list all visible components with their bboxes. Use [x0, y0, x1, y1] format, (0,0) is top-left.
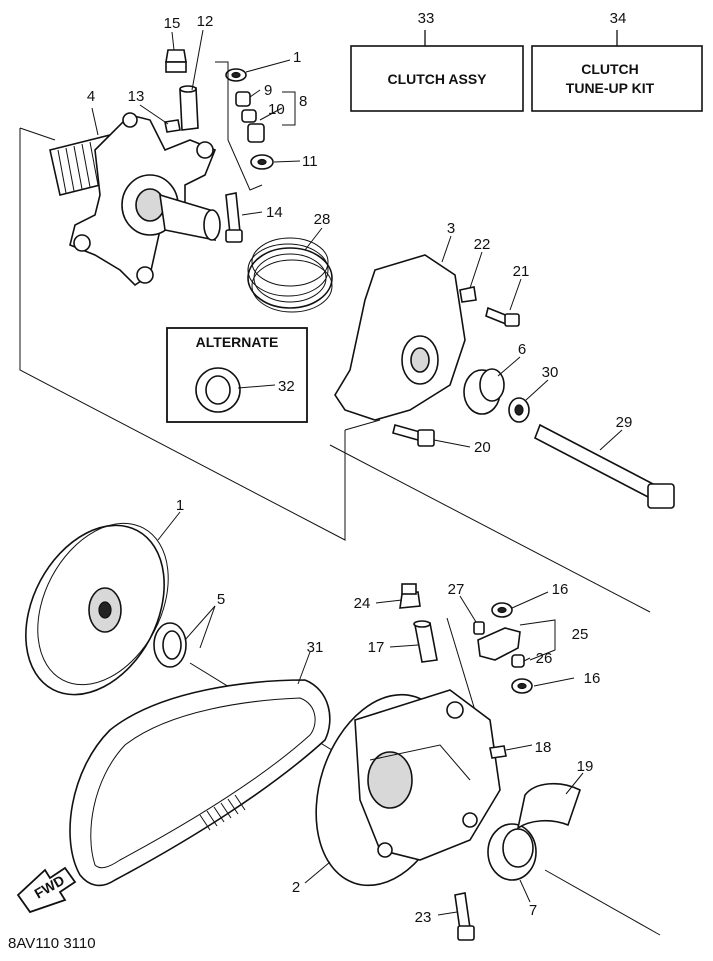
callout-20: 20: [474, 439, 491, 456]
fwd-arrow-icon: FWD: [16, 866, 77, 914]
cover-3-part: [334, 254, 466, 421]
callout-16b: 16: [584, 670, 601, 687]
bushing-7-part: [487, 823, 537, 881]
bolt-29-part: [533, 423, 657, 500]
callout-6: 6: [518, 341, 526, 358]
callout-7: 7: [529, 902, 537, 919]
alternate-label: ALTERNATE: [196, 334, 279, 350]
clutch-assy-box: 33 CLUTCH ASSY: [350, 10, 524, 112]
callout-1-top: 1: [293, 49, 301, 66]
callout-18: 18: [535, 739, 552, 756]
pin-17-part: [414, 622, 438, 663]
callout-9: 9: [264, 82, 272, 99]
roller-26-part: [511, 654, 525, 668]
callout-29: 29: [616, 414, 633, 431]
secondary-hardware: [399, 583, 556, 941]
callout-27: 27: [448, 581, 465, 598]
tune-up-kit-label-line1: CLUTCH: [581, 61, 639, 77]
callout-15: 15: [164, 15, 181, 32]
callout-26: 26: [536, 650, 553, 667]
callout-4: 4: [87, 88, 95, 105]
bushing-5-part: [153, 622, 187, 668]
belt-31-part: [69, 679, 331, 887]
bolt-14-part: [225, 192, 241, 235]
leader-lines: [91, 29, 623, 916]
callout-31: 31: [307, 639, 324, 656]
tune-up-kit-box: 34 CLUTCH TUNE-UP KIT: [531, 10, 703, 112]
callout-22: 22: [474, 236, 491, 253]
callout-19: 19: [577, 758, 594, 775]
callout-2: 2: [292, 879, 300, 896]
secondary-sheave-1-part: [25, 522, 169, 696]
callout-1-sheave: 1: [176, 497, 184, 514]
bolt-23-part: [454, 892, 471, 931]
nut-22-part: [459, 286, 477, 303]
callout-16a: 16: [552, 581, 569, 598]
secondary-assembly-2-part: [315, 689, 501, 887]
clutch-assy-label: CLUTCH ASSY: [387, 71, 487, 87]
callout-10: 10: [268, 101, 285, 118]
callout-numbers: 15 12 4 13 1 9 10 8 11 14 28 3 22 21 6 3…: [87, 13, 633, 926]
roller-9-part: [235, 91, 251, 107]
callout-17: 17: [368, 639, 385, 656]
bushing-10-part: [241, 109, 257, 123]
spring-28-part: [247, 237, 333, 313]
callout-23: 23: [415, 909, 432, 926]
alternate-box: ALTERNATE 32: [166, 327, 308, 423]
callout-5: 5: [217, 591, 225, 608]
callout-28: 28: [314, 211, 331, 228]
callout-3: 3: [447, 220, 455, 237]
alternate-part-number: 32: [278, 378, 295, 395]
tune-up-kit-label-line2: TUNE-UP KIT: [566, 80, 655, 96]
slider-19-part: [516, 782, 581, 830]
primary-spider-assembly: [49, 112, 221, 287]
weight-25-part: [477, 627, 521, 661]
callout-12: 12: [197, 13, 214, 30]
callout-30: 30: [542, 364, 559, 381]
tune-up-kit-number: 34: [610, 10, 627, 27]
callout-25: 25: [572, 626, 589, 643]
pin-27-part: [473, 621, 485, 635]
top-hardware: [164, 49, 274, 243]
clutch-assy-number: 33: [418, 10, 435, 27]
nut-15-part: [165, 49, 187, 63]
callout-24: 24: [354, 595, 371, 612]
callout-8: 8: [299, 93, 307, 110]
callout-13: 13: [128, 88, 145, 105]
cover-hardware: [392, 286, 675, 509]
callout-21: 21: [513, 263, 530, 280]
screw-18-part: [489, 745, 507, 759]
pin-13-part: [164, 119, 181, 133]
bolt-20-part: [392, 424, 421, 441]
callout-11: 11: [302, 153, 318, 170]
figure-code: 8AV110 3110: [8, 935, 96, 952]
callout-14: 14: [266, 204, 283, 221]
pin-12-part: [179, 87, 199, 131]
